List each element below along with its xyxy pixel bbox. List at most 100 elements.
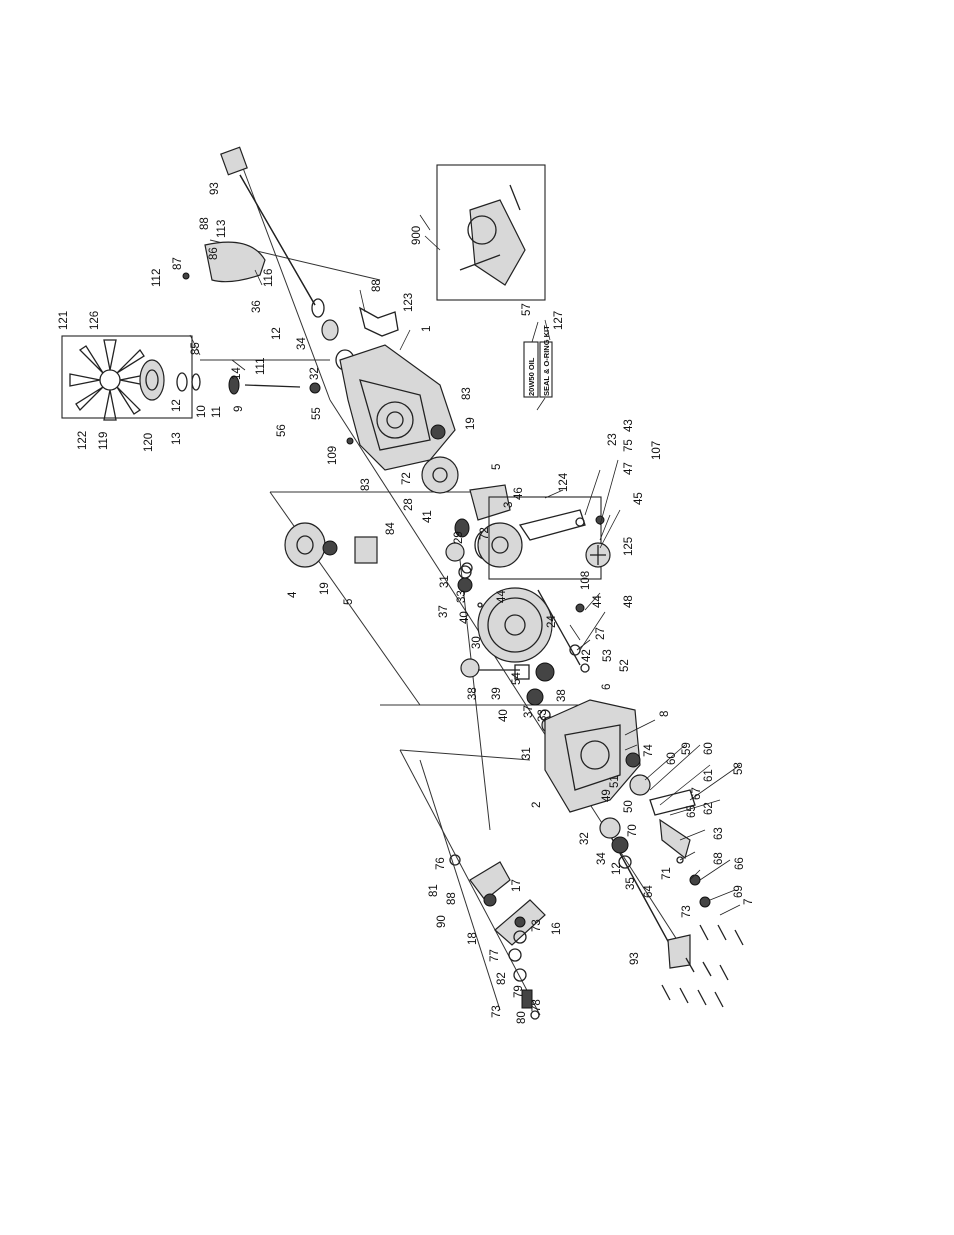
callout-18: 18: [467, 932, 479, 945]
callout-55: 55: [311, 407, 323, 420]
callout-75: 75: [623, 439, 635, 452]
callout-53: 53: [602, 649, 614, 662]
callout-32a: 32: [309, 367, 321, 380]
upper-housing: [339, 344, 456, 471]
callout-74: 74: [643, 744, 655, 757]
callout-900: 900: [411, 226, 423, 245]
callout-125: 125: [623, 537, 635, 556]
callout-121: 121: [58, 311, 70, 330]
callout-27: 27: [595, 627, 607, 640]
callout-8: 8: [659, 711, 671, 717]
callout-38b: 38: [556, 689, 568, 702]
callout-45: 45: [633, 492, 645, 505]
callout-73c: 73: [681, 905, 693, 918]
control-arm-group: [649, 789, 711, 908]
callout-88b: 88: [371, 279, 383, 292]
callout-84: 84: [385, 522, 397, 535]
callout-126: 126: [89, 311, 101, 330]
callout-34a: 34: [296, 337, 308, 350]
callout-37b: 37: [523, 705, 535, 718]
callout-51: 51: [609, 775, 621, 788]
callout-83b: 83: [360, 478, 372, 491]
callout-72a: 72: [401, 472, 413, 485]
callout-6: 6: [601, 684, 613, 690]
callout-90: 90: [436, 915, 448, 928]
callout-70: 70: [627, 824, 639, 837]
callout-93a: 93: [209, 182, 221, 195]
callout-11: 11: [211, 406, 223, 418]
callout-44a: 44: [496, 590, 508, 603]
callout-60b: 60: [703, 742, 715, 755]
callout-62: 62: [703, 802, 715, 815]
lower-housing: [544, 699, 651, 813]
callout-5b: 5: [491, 464, 503, 470]
callout-82: 82: [496, 972, 508, 985]
callout-76: 76: [435, 857, 447, 870]
callout-10: 10: [196, 405, 208, 418]
callout-93b: 93: [629, 952, 641, 965]
callout-33b: 33: [537, 709, 549, 722]
callout-63: 63: [713, 827, 725, 840]
callout-56: 56: [276, 424, 288, 437]
callout-49: 49: [601, 789, 613, 802]
callout-43: 43: [623, 419, 635, 432]
callout-73b: 73: [491, 1005, 503, 1018]
fan-pulley-group: [61, 335, 321, 421]
callout-47: 47: [623, 462, 635, 475]
callout-88c: 88: [446, 892, 458, 905]
oil-label-box: 20W50 OIL: [523, 341, 539, 398]
callout-4: 4: [287, 591, 299, 598]
callout-69: 69: [733, 885, 745, 898]
callout-88a: 88: [199, 217, 211, 230]
callout-9: 9: [233, 406, 245, 412]
kit-label-box: SEAL & O-RING KIT: [539, 325, 553, 398]
callout-116: 116: [263, 269, 275, 287]
callout-80: 80: [516, 1011, 528, 1024]
callout-24: 24: [546, 615, 558, 628]
bolt-set: [661, 924, 744, 1008]
callout-41: 41: [422, 510, 434, 523]
callout-36: 36: [251, 300, 263, 313]
callout-85: 85: [190, 342, 202, 355]
callout-65: 65: [686, 805, 698, 818]
callout-58: 58: [733, 762, 745, 775]
callout-5a: 5: [343, 599, 355, 605]
callout-19a: 19: [319, 582, 331, 595]
callout-7: 7: [743, 899, 755, 905]
callout-71: 71: [661, 867, 673, 880]
callout-79: 79: [513, 985, 525, 998]
callout-54: 54: [511, 672, 523, 685]
callout-34b: 34: [596, 852, 608, 865]
callout-23: 23: [607, 433, 619, 446]
callout-59: 59: [681, 742, 693, 755]
left-bearings: [311, 298, 355, 371]
callout-50: 50: [623, 800, 635, 813]
callout-12c: 12: [611, 862, 623, 875]
callout-31b: 31: [521, 747, 533, 760]
part-number-callouts: 1 2 3 4 5 5 6 7 8 9 10 11 12 12 12 13 14…: [58, 182, 755, 1024]
callout-32b: 32: [579, 832, 591, 845]
callout-17: 17: [511, 879, 523, 892]
callout-40b: 40: [498, 709, 510, 722]
bracket-123: [359, 306, 399, 337]
callout-72b: 72: [479, 527, 491, 540]
kit-label: SEAL & O-RING KIT: [542, 325, 551, 396]
callout-120: 120: [143, 433, 155, 452]
callout-3: 3: [503, 502, 515, 508]
callout-60a: 60: [666, 752, 678, 765]
callout-28: 28: [403, 498, 415, 511]
callout-31a: 31: [439, 575, 451, 588]
center-shaft: [537, 589, 590, 673]
callout-29: 29: [453, 531, 465, 544]
callout-83a: 83: [461, 387, 473, 400]
oil-label: 20W50 OIL: [527, 357, 536, 396]
callout-2: 2: [531, 802, 543, 808]
callout-13: 13: [171, 432, 183, 445]
callout-38a: 38: [467, 687, 479, 700]
callout-57: 57: [521, 303, 533, 316]
callout-30: 30: [471, 636, 483, 649]
callout-48: 48: [623, 595, 635, 608]
callout-73a: 73: [531, 919, 543, 932]
callout-52: 52: [619, 659, 631, 672]
